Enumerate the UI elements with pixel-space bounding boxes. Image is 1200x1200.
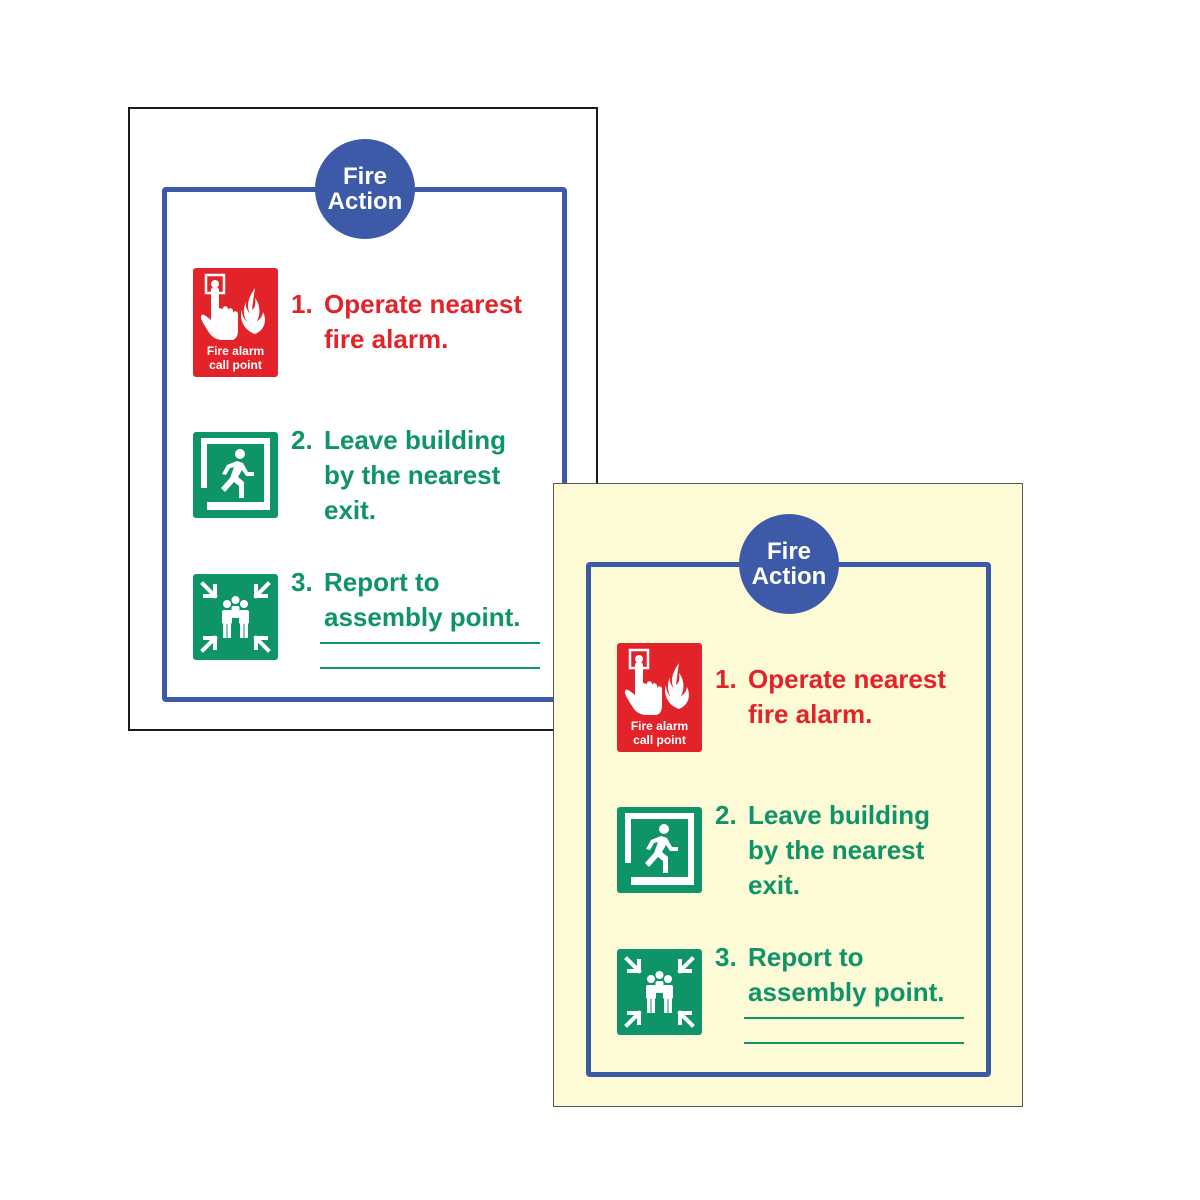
fire-action-badge: Fire Action	[739, 514, 839, 614]
step-2-line-1: Leave building	[748, 800, 931, 830]
exit-icon-tile	[193, 432, 278, 518]
fire-action-sign-photoluminescent: Fire Action Fire alarm call point 1.	[553, 483, 1023, 1107]
step-1-line-1: Operate nearest	[748, 664, 946, 694]
alarm-icon-tile: Fire alarm call point	[617, 643, 702, 752]
step-3-line-2: assembly point.	[748, 977, 945, 1007]
badge-line-1: Fire	[342, 163, 387, 190]
assembly-icon-tile	[193, 574, 278, 660]
step-3-line-1: Report to	[748, 942, 864, 972]
step-1-line-2: fire alarm.	[324, 324, 449, 354]
fire-action-sign-white: Fire Action Fire alarm call point 1.	[128, 107, 598, 731]
step-3-number: 3.	[715, 942, 737, 972]
step-1: 1. Operate nearest fire alarm.	[715, 662, 946, 732]
write-in-line-2	[744, 1042, 964, 1044]
alarm-caption-2: call point	[209, 358, 262, 372]
running-man-exit-icon	[201, 438, 270, 510]
alarm-caption-1: Fire alarm	[631, 719, 688, 733]
step-3: 3. Report to assembly point.	[291, 565, 521, 635]
step-2-number: 2.	[291, 425, 313, 455]
exit-icon-tile	[617, 807, 702, 893]
step-3-number: 3.	[291, 567, 313, 597]
step-2: 2. Leave building by the nearest exit.	[291, 423, 506, 528]
step-1-line-2: fire alarm.	[748, 699, 873, 729]
fire-action-badge: Fire Action	[315, 139, 415, 239]
step-2-line-3: exit.	[748, 870, 801, 900]
write-in-line-2	[320, 667, 540, 669]
write-in-line-1	[320, 642, 540, 644]
assembly-icon-tile	[617, 949, 702, 1035]
badge-line-2: Action	[751, 563, 827, 590]
step-2-line-3: exit.	[324, 495, 377, 525]
step-1-number: 1.	[291, 289, 313, 319]
fire-alarm-call-point-icon: Fire alarm call point	[200, 273, 265, 372]
badge-line-1: Fire	[766, 538, 811, 565]
step-3-line-1: Report to	[324, 567, 440, 597]
step-2: 2. Leave building by the nearest exit.	[715, 798, 930, 903]
step-2-line-2: by the nearest	[324, 460, 501, 490]
alarm-caption-1: Fire alarm	[207, 344, 264, 358]
alarm-caption-2: call point	[633, 733, 686, 747]
step-3-line-2: assembly point.	[324, 602, 521, 632]
step-1-line-1: Operate nearest	[324, 289, 522, 319]
step-1-number: 1.	[715, 664, 737, 694]
step-2-line-2: by the nearest	[748, 835, 925, 865]
badge-line-2: Action	[327, 188, 403, 215]
step-2-number: 2.	[715, 800, 737, 830]
assembly-point-icon	[200, 581, 271, 653]
assembly-point-icon	[624, 956, 695, 1028]
step-2-line-1: Leave building	[324, 425, 507, 455]
step-1: 1. Operate nearest fire alarm.	[291, 287, 522, 357]
write-in-line-1	[744, 1017, 964, 1019]
fire-alarm-call-point-icon: Fire alarm call point	[624, 648, 689, 747]
step-3: 3. Report to assembly point.	[715, 940, 945, 1010]
alarm-icon-tile: Fire alarm call point	[193, 268, 278, 377]
running-man-exit-icon	[625, 813, 694, 885]
